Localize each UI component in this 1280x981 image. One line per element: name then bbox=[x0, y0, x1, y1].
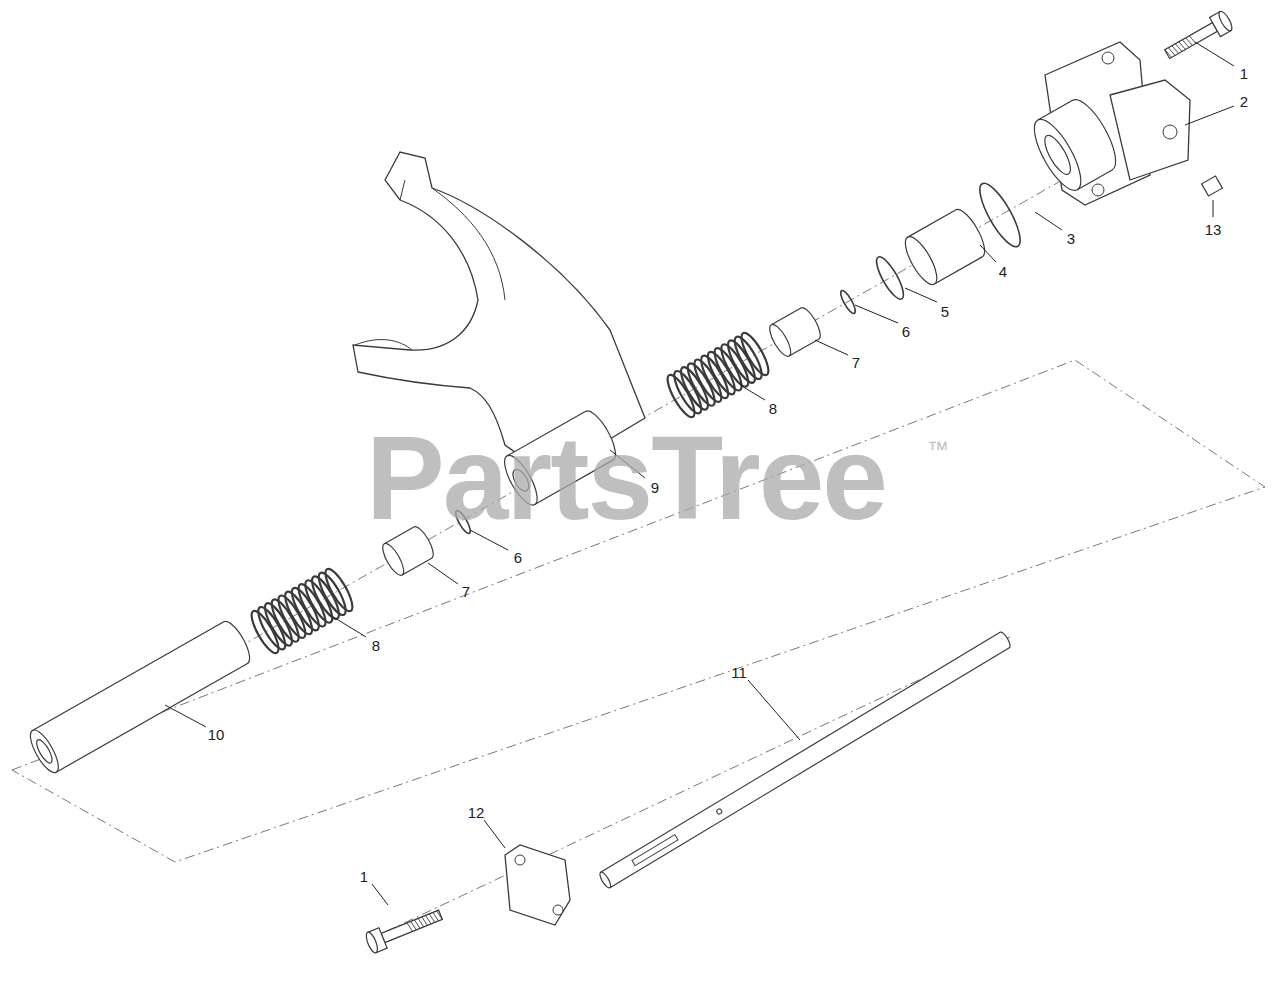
callout-number: 1 bbox=[1240, 66, 1248, 81]
callout-number: 13 bbox=[1205, 222, 1222, 237]
cylinder-end bbox=[1026, 113, 1090, 196]
o-ring-ring bbox=[973, 178, 1027, 251]
callout-number: 7 bbox=[462, 584, 470, 599]
leader-line bbox=[1195, 42, 1234, 66]
leader-line bbox=[1035, 212, 1062, 230]
callout-number: 10 bbox=[208, 727, 225, 742]
leader-line bbox=[372, 884, 388, 905]
washer bbox=[872, 254, 908, 303]
leader-line bbox=[165, 705, 206, 727]
cylinder-body bbox=[33, 618, 255, 773]
bolt bbox=[1162, 10, 1235, 64]
tube bbox=[25, 618, 255, 777]
callout-number: 7 bbox=[852, 355, 860, 370]
callout-number: 5 bbox=[941, 304, 949, 319]
retaining-clip bbox=[838, 289, 858, 315]
callout-number: 2 bbox=[1240, 94, 1248, 109]
axis-line bbox=[385, 637, 1010, 932]
leader-line bbox=[428, 563, 458, 584]
plug-body bbox=[1202, 176, 1223, 196]
cylinder-hole bbox=[34, 738, 55, 766]
retaining-clip-ring bbox=[838, 289, 858, 315]
housing-body bbox=[1110, 80, 1190, 180]
leader-line bbox=[484, 820, 505, 848]
washer-ring bbox=[872, 254, 908, 303]
cylinder-body bbox=[601, 631, 1012, 888]
cylinder-end bbox=[598, 871, 613, 890]
leader-lines bbox=[165, 42, 1234, 905]
callout-number: 1 bbox=[360, 869, 368, 884]
leader-line bbox=[748, 680, 800, 740]
cylinder-body bbox=[1038, 93, 1124, 189]
housing-port bbox=[1163, 125, 1177, 139]
leader-line bbox=[815, 340, 848, 355]
fork-edge bbox=[355, 180, 505, 350]
shaft bbox=[598, 631, 1012, 890]
callout-number: 12 bbox=[468, 805, 485, 820]
leader-line bbox=[1185, 106, 1234, 125]
callout-number: 6 bbox=[514, 550, 522, 565]
callout-number: 6 bbox=[902, 324, 910, 339]
callout-number: 4 bbox=[999, 264, 1007, 279]
leader-line bbox=[1213, 200, 1214, 217]
bolt-thread bbox=[437, 910, 443, 920]
plate-hole bbox=[515, 855, 525, 865]
bolt-shank bbox=[1165, 23, 1218, 59]
cylinder-end bbox=[379, 541, 408, 579]
housing-boss bbox=[1026, 93, 1125, 196]
spring-coil bbox=[321, 566, 357, 615]
leader-line bbox=[905, 288, 937, 302]
callout-number: 8 bbox=[372, 638, 380, 653]
bolt bbox=[364, 905, 445, 955]
trademark-mark: ™ bbox=[927, 439, 949, 461]
leader-line bbox=[330, 615, 366, 637]
flange-hole bbox=[1102, 52, 1114, 64]
leader-line bbox=[980, 245, 996, 262]
spring bbox=[663, 330, 773, 421]
spring bbox=[247, 566, 357, 657]
o-ring bbox=[973, 178, 1027, 251]
dashed-frame bbox=[12, 360, 1265, 862]
bolt-thread bbox=[1165, 49, 1172, 59]
spring-coil bbox=[737, 330, 773, 379]
cylinder-hole bbox=[1040, 132, 1075, 178]
leader-line bbox=[740, 385, 765, 400]
cylinder-end bbox=[766, 322, 795, 360]
leader-line bbox=[855, 305, 898, 323]
shaft-slot bbox=[632, 835, 678, 866]
callout-number: 8 bbox=[769, 401, 777, 416]
plate-hole bbox=[553, 905, 563, 915]
callout-number: 3 bbox=[1067, 231, 1075, 246]
callout-number: 11 bbox=[731, 665, 747, 680]
spring-cap bbox=[766, 305, 824, 359]
bolt-head-face bbox=[364, 931, 380, 954]
plug bbox=[1202, 176, 1223, 196]
flange-hole bbox=[1092, 184, 1104, 196]
bolt-head-face bbox=[1217, 10, 1235, 33]
cover-plate bbox=[505, 845, 570, 925]
cylinder-end bbox=[25, 726, 63, 776]
cylinder-end bbox=[900, 232, 943, 288]
watermark: PartsTree bbox=[366, 419, 886, 537]
shaft-hole bbox=[716, 808, 723, 815]
bushing bbox=[900, 205, 991, 288]
bolt-shank bbox=[381, 910, 442, 942]
